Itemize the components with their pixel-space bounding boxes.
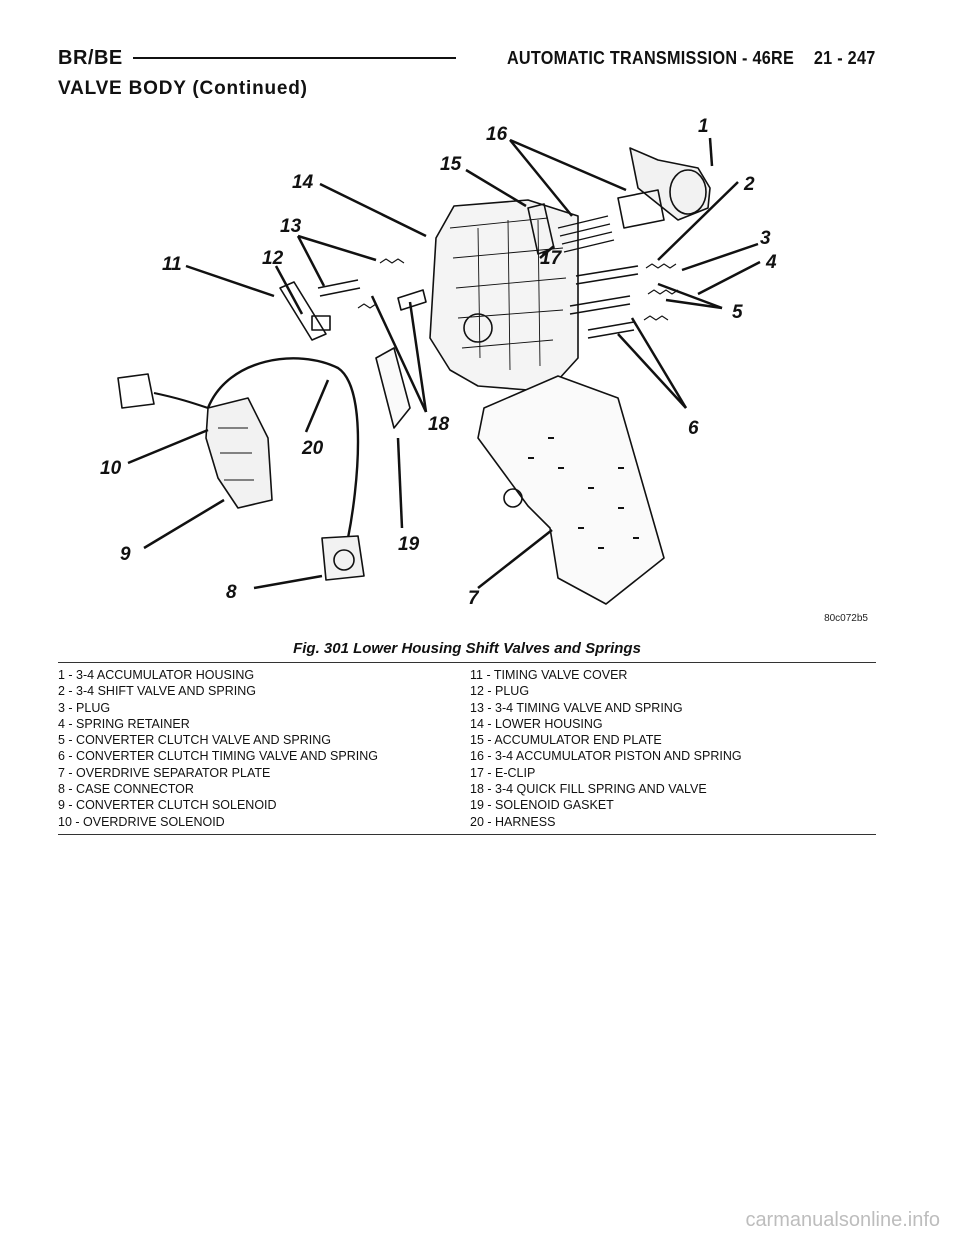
figure-illustration: 1 2 3 4 5 6 7 8 9 10 11 12 13 14 15 16 1…	[58, 108, 876, 628]
callout-1: 1	[698, 116, 709, 137]
callout-18: 18	[428, 414, 450, 435]
legend-item: 16 - 3-4 ACCUMULATOR PISTON AND SPRING	[470, 749, 742, 764]
accumulator-housing-part	[629, 147, 711, 221]
page-header: BR/BE AUTOMATIC TRANSMISSION - 46RE 21 - …	[58, 44, 876, 72]
callout-10: 10	[100, 458, 122, 479]
legend-item: 2 - 3-4 SHIFT VALVE AND SPRING	[58, 684, 256, 699]
legend-item: 14 - LOWER HOUSING	[470, 716, 603, 731]
legend-item: 12 - PLUG	[470, 684, 530, 699]
callout-9: 9	[120, 544, 131, 565]
callout-11: 11	[162, 254, 182, 275]
timing-valve-part	[587, 321, 635, 339]
legend-item: 8 - CASE CONNECTOR	[58, 782, 194, 797]
legend-item: 10 - OVERDRIVE SOLENOID	[58, 814, 225, 829]
header-rule	[132, 57, 457, 59]
legend-item: 19 - SOLENOID GASKET	[470, 798, 614, 813]
callout-7: 7	[468, 588, 480, 609]
callout-19: 19	[398, 534, 420, 555]
legend-item: 3 - PLUG	[58, 700, 111, 715]
section-title: VALVE BODY (Continued)	[58, 78, 308, 99]
figure-caption: Fig. 301 Lower Housing Shift Valves and …	[293, 640, 641, 657]
legend-item: 1 - 3-4 ACCUMULATOR HOUSING	[58, 668, 255, 682]
callout-16: 16	[486, 124, 508, 145]
callout-12: 12	[262, 248, 284, 269]
legend-item: 13 - 3-4 TIMING VALVE AND SPRING	[470, 700, 683, 715]
solenoid-gasket-part	[375, 347, 411, 429]
callout-14: 14	[292, 172, 314, 193]
accumulator-end-plate-part	[527, 203, 555, 255]
accumulator-piston-part	[617, 189, 665, 229]
callout-6: 6	[688, 418, 699, 439]
clutch-valve-part	[569, 295, 631, 315]
legend-item: 17 - E-CLIP	[470, 765, 536, 780]
valve-body-exploded-diagram: 1 2 3 4 5 6 7 8 9 10 11 12 13 14 15 16 1…	[100, 116, 777, 609]
legend-item: 9 - CONVERTER CLUTCH SOLENOID	[58, 798, 277, 813]
callout-13: 13	[280, 216, 302, 237]
legend-item: 6 - CONVERTER CLUTCH TIMING VALVE AND SP…	[58, 749, 378, 764]
header-page-number: 21 - 247	[814, 47, 876, 68]
lower-housing-part	[429, 199, 579, 391]
legend-item: 7 - OVERDRIVE SEPARATOR PLATE	[58, 765, 271, 780]
callout-3: 3	[760, 228, 771, 249]
header-section: AUTOMATIC TRANSMISSION - 46RE	[507, 47, 795, 68]
harness-part	[206, 357, 360, 539]
callout-4: 4	[765, 252, 777, 273]
header-model: BR/BE	[58, 46, 123, 69]
legend-table: 1 - 3-4 ACCUMULATOR HOUSING 11 - TIMING …	[58, 662, 876, 835]
separator-plate-part	[477, 375, 665, 605]
legend-item: 15 - ACCUMULATOR END PLATE	[470, 733, 662, 748]
callout-17: 17	[540, 248, 563, 269]
watermark: carmanualsonline.info	[745, 1209, 940, 1231]
legend-item: 11 - TIMING VALVE COVER	[470, 668, 628, 682]
timing-valve-cover-part	[279, 281, 327, 341]
legend-item: 20 - HARNESS	[470, 814, 556, 829]
callout-8: 8	[226, 582, 237, 603]
legend-item: 5 - CONVERTER CLUTCH VALVE AND SPRING	[58, 733, 331, 748]
callout-2: 2	[743, 174, 755, 195]
callout-20: 20	[301, 438, 324, 459]
legend-item: 18 - 3-4 QUICK FILL SPRING AND VALVE	[470, 782, 707, 797]
case-connector-part	[321, 535, 365, 581]
legend-item: 4 - SPRING RETAINER	[58, 716, 190, 731]
figure-code: 80c072b5	[824, 613, 868, 624]
header-title: AUTOMATIC TRANSMISSION - 46RE 21 - 247	[507, 48, 876, 69]
shift-valve-part	[575, 265, 639, 285]
callout-5: 5	[732, 302, 743, 323]
callout-15: 15	[440, 154, 462, 175]
